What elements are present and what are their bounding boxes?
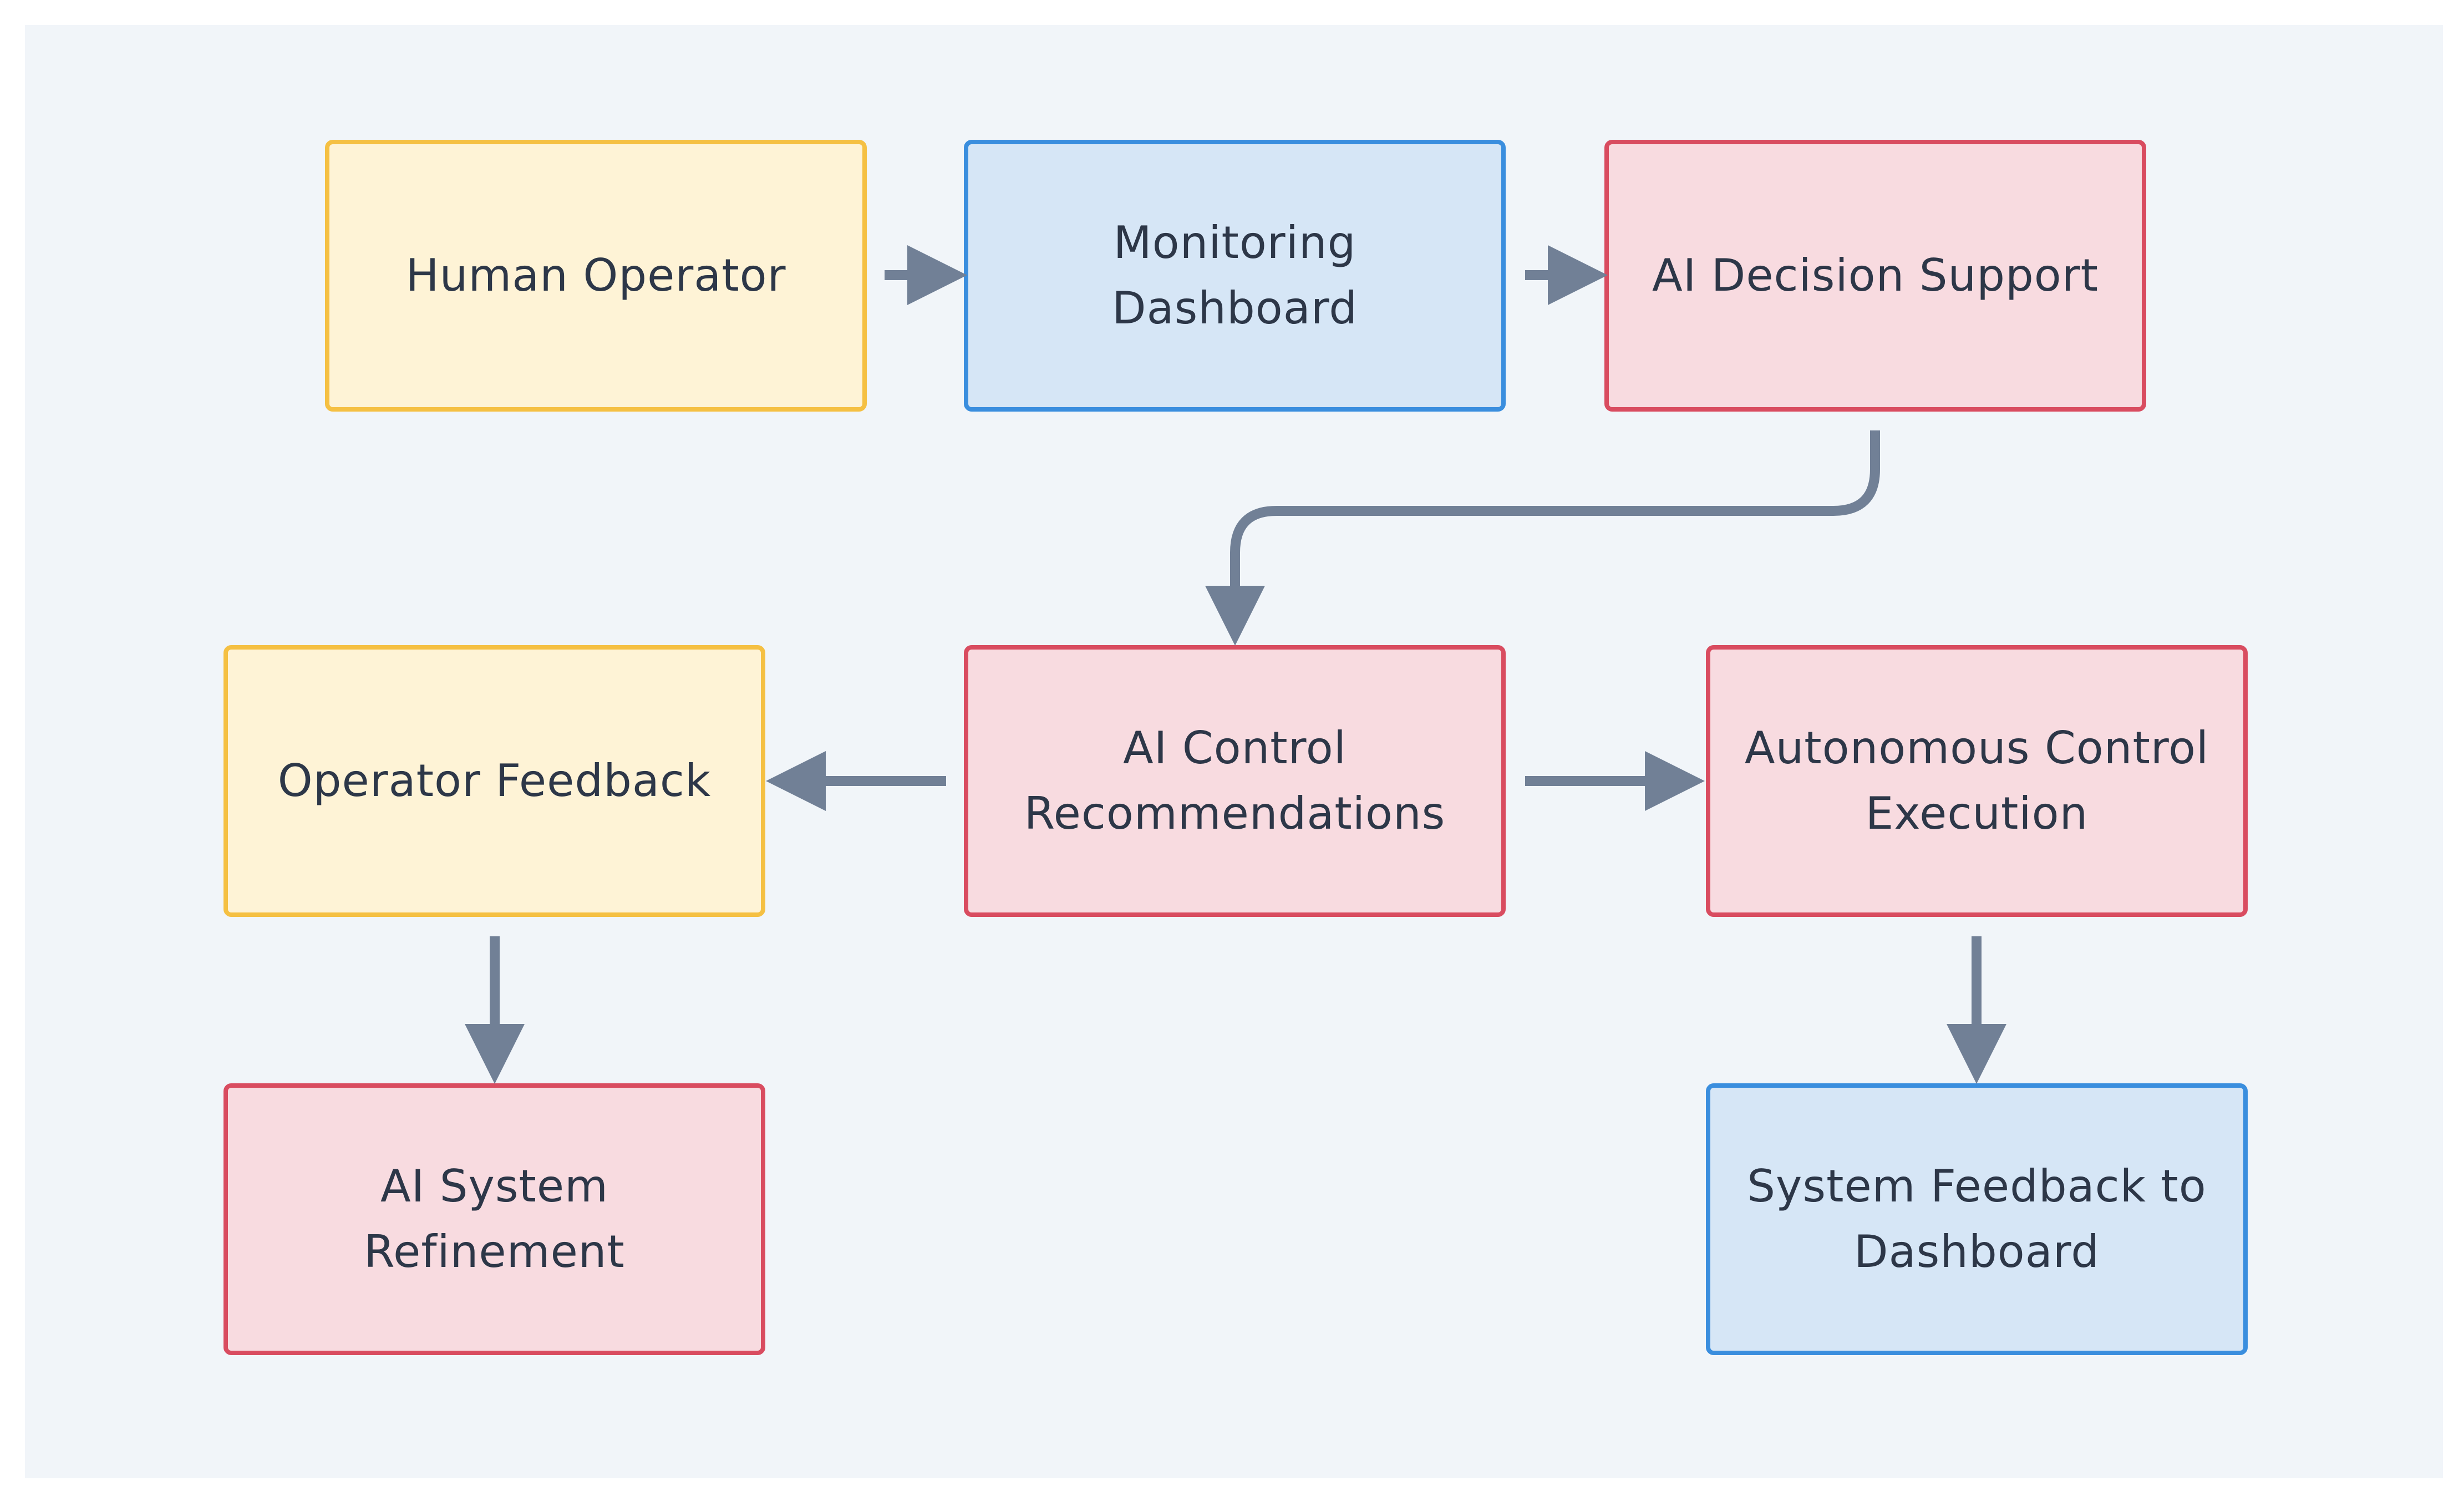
node-human-operator[interactable]: Human Operator [325, 140, 867, 412]
node-label: Human Operator [405, 250, 786, 301]
node-operator-feedback[interactable]: Operator Feedback [223, 645, 765, 917]
node-label: AI Decision Support [1652, 250, 2099, 301]
node-label: Operator Feedback [277, 755, 712, 807]
node-ai-decision-support[interactable]: AI Decision Support [1604, 140, 2146, 412]
